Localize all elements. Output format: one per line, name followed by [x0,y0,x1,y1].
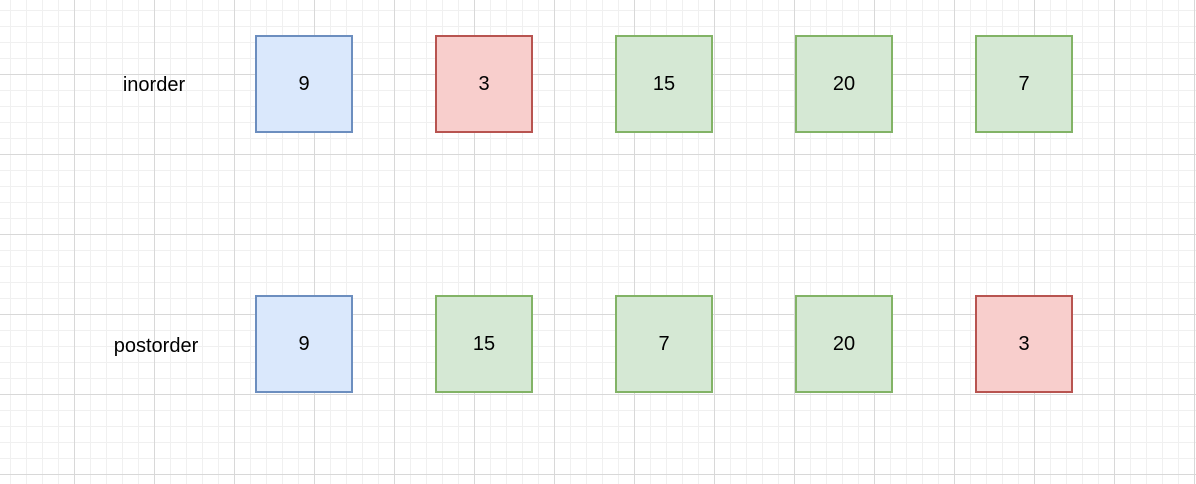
postorder-cell-4: 20 [795,295,893,393]
inorder-label: inorder [122,74,186,96]
postorder-cell-1: 9 [255,295,353,393]
postorder-cell-2: 15 [435,295,533,393]
postorder-cell-5: 3 [975,295,1073,393]
postorder-label: postorder [113,335,199,357]
inorder-cell-3: 15 [615,35,713,133]
inorder-cell-5: 7 [975,35,1073,133]
inorder-cell-1: 9 [255,35,353,133]
inorder-cell-4: 20 [795,35,893,133]
postorder-cell-3: 7 [615,295,713,393]
inorder-cell-2: 3 [435,35,533,133]
